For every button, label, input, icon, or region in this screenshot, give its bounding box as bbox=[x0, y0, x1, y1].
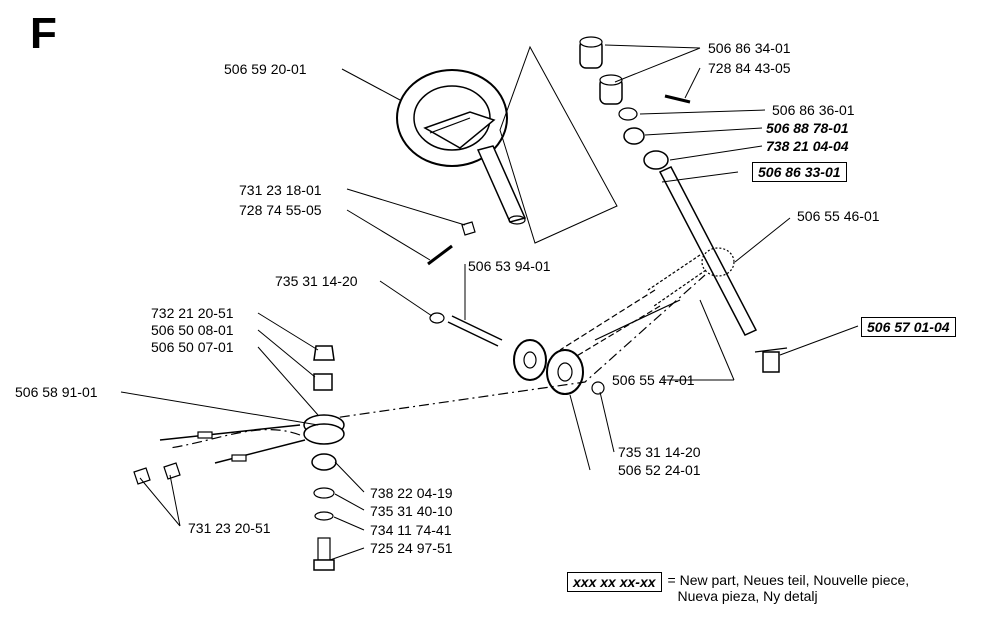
part-label-wheel-screw: 731 23 18-01 bbox=[239, 182, 322, 198]
legend: xxx xx xx-xx = New part, Neues teil, Nouv… bbox=[567, 572, 909, 604]
part-label-bushing-a: 506 50 08-01 bbox=[151, 322, 234, 338]
part-label-column-collar: 506 86 34-01 bbox=[708, 40, 791, 56]
bolt-icon bbox=[754, 347, 788, 373]
column-collar-icon bbox=[579, 36, 691, 170]
part-label-cable: 506 58 91-01 bbox=[15, 384, 98, 400]
part-label-washer-lower: 735 31 40-10 bbox=[370, 503, 453, 519]
screw-icon bbox=[427, 221, 476, 266]
part-label-bushing-b: 506 50 07-01 bbox=[151, 339, 234, 355]
part-label-bearing-lower: 738 22 04-19 bbox=[370, 485, 453, 501]
legend-line-1: = New part, Neues teil, Nouvelle piece, bbox=[667, 572, 910, 588]
part-label-nuts-bottom: 731 23 20-51 bbox=[188, 520, 271, 536]
part-label-shaft-rod: 506 53 94-01 bbox=[468, 258, 551, 274]
steering-wheel-icon bbox=[396, 69, 527, 225]
part-label-pulley: 506 52 24-01 bbox=[618, 462, 701, 478]
legend-key: xxx xx xx-xx bbox=[567, 572, 662, 592]
part-label-steering-wheel: 506 59 20-01 bbox=[224, 61, 307, 77]
part-label-wheel-pin: 728 74 55-05 bbox=[239, 202, 322, 218]
sprocket-icon bbox=[647, 247, 735, 307]
part-label-spring-washer: 734 11 74-41 bbox=[370, 522, 452, 538]
legend-line-2: Nueva pieza, Ny detalj bbox=[677, 588, 818, 604]
part-label-sprocket-chain: 506 55 46-01 bbox=[797, 208, 880, 224]
cable-icon bbox=[159, 424, 306, 464]
part-label-chain-link: 506 55 47-01 bbox=[612, 372, 695, 388]
part-label-bearing-new-2: 738 21 04-04 bbox=[766, 138, 849, 154]
bearing-stack-icon bbox=[303, 345, 345, 571]
part-label-hex-nut-top: 732 21 20-51 bbox=[151, 305, 234, 321]
part-label-column-new: 506 86 33-01 bbox=[752, 162, 847, 182]
part-label-bolt-lower: 725 24 97-51 bbox=[370, 540, 453, 556]
part-label-washer-top: 506 86 36-01 bbox=[772, 102, 855, 118]
part-label-nut-a: 735 31 14-20 bbox=[275, 273, 358, 289]
pulley-icon bbox=[513, 339, 605, 395]
section-letter: F bbox=[30, 9, 57, 58]
part-label-set-screw: 728 84 43-05 bbox=[708, 60, 791, 76]
part-label-bolt-new: 506 57 01-04 bbox=[861, 317, 956, 337]
part-label-nut-b: 735 31 14-20 bbox=[618, 444, 701, 460]
part-label-bearing-new-1: 506 88 78-01 bbox=[766, 120, 849, 136]
